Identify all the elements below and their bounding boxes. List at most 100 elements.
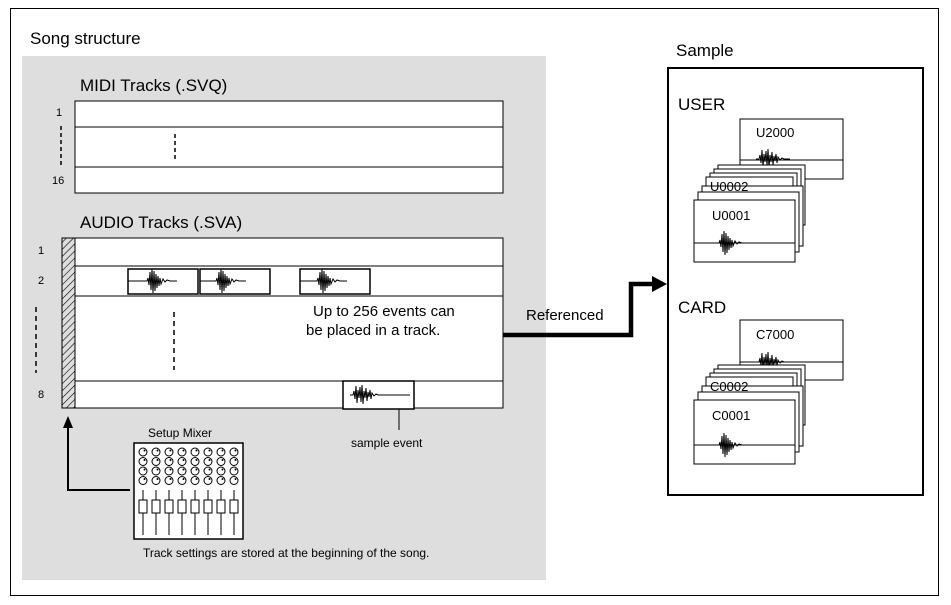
mixer-fader-cap: [138, 499, 148, 514]
mixer-knob-marker: [156, 459, 159, 461]
mixer-knob-marker: [156, 468, 159, 471]
mixer-knob-marker: [208, 459, 211, 461]
audio-track-number-8: 8: [38, 389, 45, 401]
mixer-knob-marker: [143, 449, 146, 452]
song-structure-title: Song structure: [30, 29, 141, 48]
mixer-knob: [164, 457, 174, 466]
mixer-knob: [190, 466, 200, 476]
mixer-knob: [177, 466, 187, 476]
audio-tracks-title: AUDIO Tracks (.SVA): [80, 213, 243, 232]
mixer-knob: [229, 447, 239, 457]
mixer-knob: [216, 457, 226, 466]
mixer-knob: [190, 447, 200, 457]
mixer-knob-marker: [221, 449, 224, 452]
mixer-knob: [203, 447, 213, 457]
setup-mixer-label: Setup Mixer: [148, 426, 213, 440]
audio-track-number-1: 1: [38, 245, 45, 257]
midi-track-last-number: 16: [52, 175, 65, 187]
sample-event-label: sample event: [351, 436, 423, 450]
mixer-knob: [138, 447, 148, 457]
mixer-to-tracks-arrow: [63, 416, 130, 491]
mixer-fader-cap: [151, 499, 161, 514]
card-card-top: C7000: [756, 327, 795, 342]
mixer-knob: [177, 457, 187, 466]
mixer-knob-marker: [169, 459, 172, 461]
mixer-fader-cap: [190, 499, 200, 514]
mixer-knob-marker: [169, 478, 172, 480]
mixer-knob: [216, 466, 226, 476]
event-3: [299, 268, 371, 295]
mixer-knob: [203, 457, 213, 466]
mixer-knob: [138, 457, 148, 466]
mixer-knob-marker: [208, 478, 211, 480]
mixer-knob: [151, 447, 161, 457]
referenced-arrow: [503, 276, 667, 338]
mixer-knob-marker: [156, 449, 159, 452]
mixer-knob-marker: [208, 449, 211, 452]
user-card-middle: U0002: [710, 179, 749, 194]
event-2: [199, 268, 271, 295]
referenced-label: Referenced: [526, 307, 604, 324]
mixer-knob-marker: [195, 459, 198, 461]
mixer-knob: [216, 447, 226, 457]
track-header-strip: [61, 237, 76, 409]
mixer-knob: [151, 466, 161, 476]
mixer-knob-marker: [182, 449, 185, 452]
mixer-knob-marker: [182, 468, 185, 471]
mixer-knob: [229, 476, 239, 485]
mixer-knob: [164, 476, 174, 485]
mixer-knob-marker: [182, 478, 185, 480]
mixer-knob: [164, 466, 174, 476]
mixer-knob-marker: [143, 478, 146, 480]
mixer-knob-marker: [156, 478, 159, 480]
card-card-front: C0001: [712, 408, 751, 423]
mixer-knob-marker: [221, 459, 224, 461]
mixer-knob-marker: [234, 468, 237, 471]
mixer-knob: [216, 476, 226, 485]
mixer-knob: [190, 476, 200, 485]
events-note-line-2: be placed in a track.: [306, 322, 441, 339]
mixer-knob-marker: [169, 468, 172, 471]
mixer-knob: [229, 466, 239, 476]
mixer-knob-marker: [195, 449, 198, 452]
mixer-knob: [164, 447, 174, 457]
audio-track-area: [35, 237, 504, 430]
mixer-fader-cap: [216, 499, 226, 514]
mixer-knob-marker: [234, 449, 237, 452]
mixer-knob: [177, 476, 187, 485]
user-title: USER: [678, 95, 726, 114]
mixer-knob-marker: [221, 468, 224, 471]
card-title: CARD: [678, 298, 727, 317]
mixer-knob-marker: [234, 478, 237, 480]
mixer-knob: [138, 476, 148, 485]
mixer-knob: [138, 466, 148, 476]
mixer-fader-cap: [229, 499, 239, 514]
mixer-fader-cap: [177, 499, 187, 514]
mixer-fader-cap: [164, 499, 174, 514]
midi-track-first-number: 1: [56, 107, 63, 119]
mixer-knob: [151, 457, 161, 466]
audio-track-number-2: 2: [38, 275, 45, 287]
card-card-middle: C0002: [710, 379, 749, 394]
mixer-knob: [203, 466, 213, 476]
track-settings-caption: Track settings are stored at the beginni…: [143, 546, 430, 560]
mixer-knob: [177, 447, 187, 457]
sample-event: [342, 380, 415, 410]
user-card-top: U2000: [756, 125, 795, 140]
setup-mixer-illustration: [133, 442, 244, 540]
mixer-knob-marker: [221, 478, 224, 480]
mixer-knob: [203, 476, 213, 485]
mixer-knob: [151, 476, 161, 485]
user-card-front: U0001: [712, 208, 751, 223]
outer-frame: [10, 8, 939, 596]
events-note-line-1: Up to 256 events can: [313, 303, 455, 320]
card-card-stack: [693, 319, 844, 465]
mixer-knob-marker: [234, 459, 237, 461]
mixer-fader-cap: [203, 499, 213, 514]
sample-title: Sample: [676, 41, 734, 60]
midi-track-area: [60, 100, 504, 194]
midi-tracks-title: MIDI Tracks (.SVQ): [80, 76, 228, 95]
mixer-knob-marker: [208, 468, 211, 471]
mixer-knob-marker: [143, 459, 146, 461]
